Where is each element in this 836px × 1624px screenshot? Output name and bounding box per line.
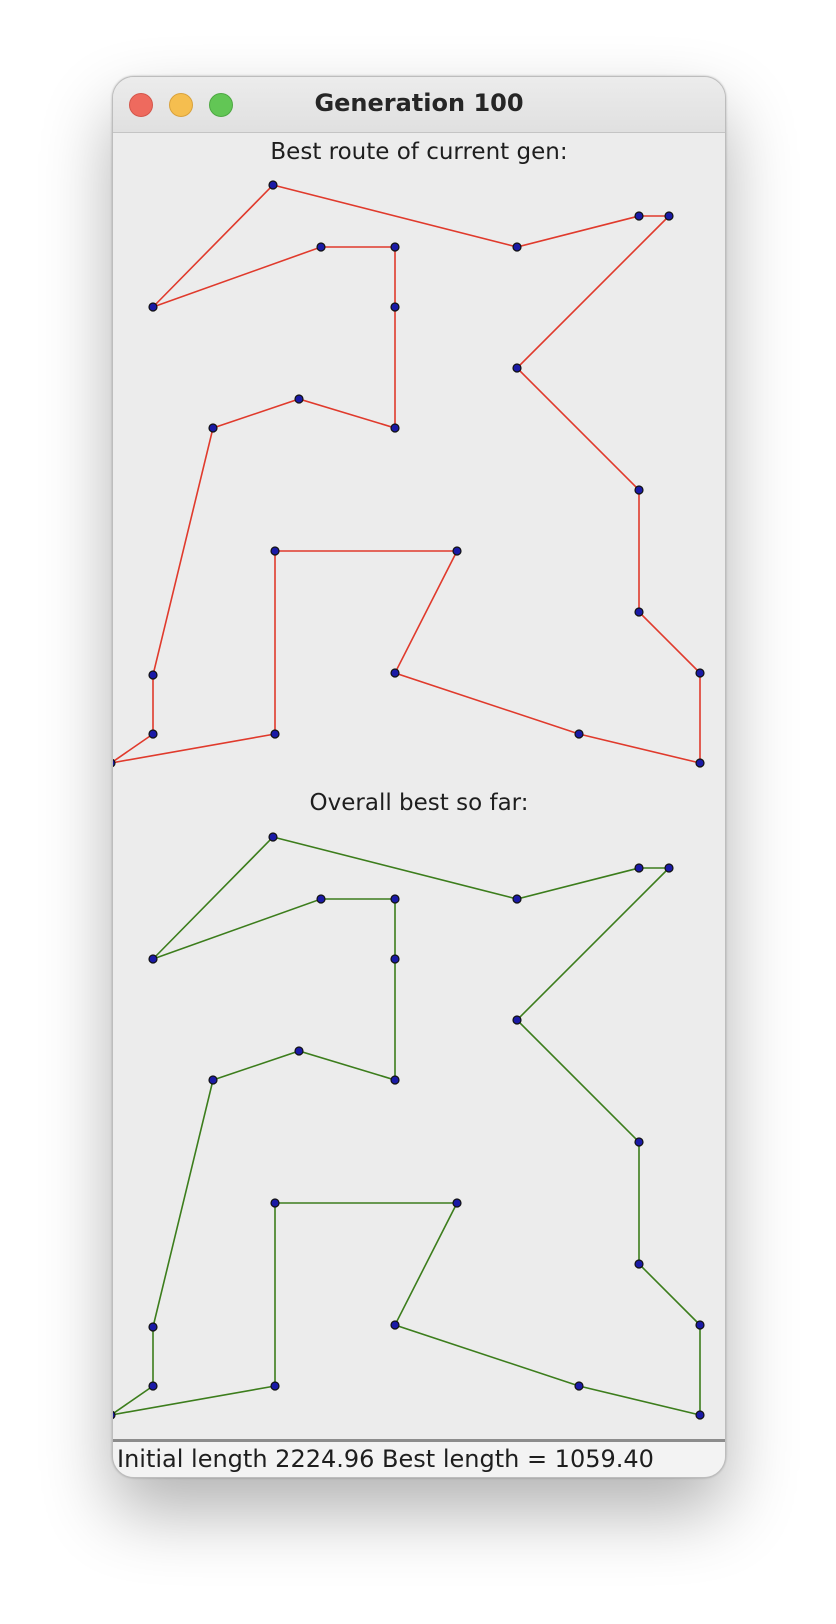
overall-best-city-marker-16 [634,1137,644,1147]
overall-best-city-marker-6 [390,1075,400,1085]
window-title: Generation 100 [314,89,524,117]
overall-best-city-marker-5 [294,1046,304,1056]
overall-best-city-marker-8 [390,894,400,904]
length-status-text: Initial length 2224.96 Best length = 105… [117,1445,654,1473]
overall-best-city-marker-7 [390,954,400,964]
overall-best-city-marker-3 [148,1322,158,1332]
overall-best-city-marker-13 [634,863,644,873]
current-gen-city-marker-15 [512,363,522,373]
title-bar[interactable]: Generation 100 [113,77,725,133]
overall-best-city-marker-21 [390,1320,400,1330]
overall-best-city-marker-23 [270,1198,280,1208]
overall-best-city-marker-11 [268,832,278,842]
current-gen-city-marker-6 [390,423,400,433]
current-gen-city-marker-18 [695,668,705,678]
current-gen-city-marker-5 [294,394,304,404]
current-gen-city-marker-22 [452,546,462,556]
current-gen-route-canvas [113,180,705,768]
current-gen-city-marker-20 [574,729,584,739]
overall-best-city-marker-12 [512,894,522,904]
current-gen-city-marker-9 [316,242,326,252]
overall-best-route-canvas [113,832,705,1420]
overall-best-city-marker-4 [208,1075,218,1085]
overall-best-route-path [113,836,701,1417]
overall-best-city-marker-10 [148,954,158,964]
overall-best-heading: Overall best so far: [309,790,529,816]
overall-best-city-marker-19 [695,1410,705,1420]
current-gen-city-marker-17 [634,607,644,617]
current-gen-city-marker-4 [208,423,218,433]
close-button[interactable] [129,93,153,117]
current-gen-city-marker-7 [390,302,400,312]
current-gen-heading: Best route of current gen: [270,139,568,165]
overall-best-city-marker-2 [148,1381,158,1391]
current-gen-city-marker-11 [268,180,278,190]
overall-best-city-marker-18 [695,1320,705,1330]
overall-best-city-marker-22 [452,1198,462,1208]
current-gen-city-marker-24 [270,729,280,739]
status-bar: Initial length 2224.96 Best length = 105… [113,1439,725,1477]
overall-best-city-marker-14 [664,863,674,873]
overall-best-city-marker-15 [512,1015,522,1025]
current-gen-city-marker-23 [270,546,280,556]
current-gen-city-marker-16 [634,485,644,495]
overall-best-city-marker-20 [574,1381,584,1391]
overall-best-city-marker-1 [113,1410,116,1420]
current-gen-city-marker-8 [390,242,400,252]
app-window: Generation 100 Best route of current gen… [112,76,726,1478]
current-gen-city-marker-19 [695,758,705,768]
current-gen-city-marker-1 [113,758,116,768]
current-gen-city-marker-14 [664,211,674,221]
current-gen-city-marker-2 [148,729,158,739]
current-gen-route-path [113,184,701,765]
overall-best-city-marker-9 [316,894,326,904]
minimize-button[interactable] [169,93,193,117]
zoom-button[interactable] [209,93,233,117]
current-gen-city-marker-10 [148,302,158,312]
current-gen-city-marker-21 [390,668,400,678]
current-gen-city-marker-3 [148,670,158,680]
overall-best-city-marker-24 [270,1381,280,1391]
current-gen-city-marker-13 [634,211,644,221]
current-gen-city-marker-12 [512,242,522,252]
overall-best-city-marker-17 [634,1259,644,1269]
